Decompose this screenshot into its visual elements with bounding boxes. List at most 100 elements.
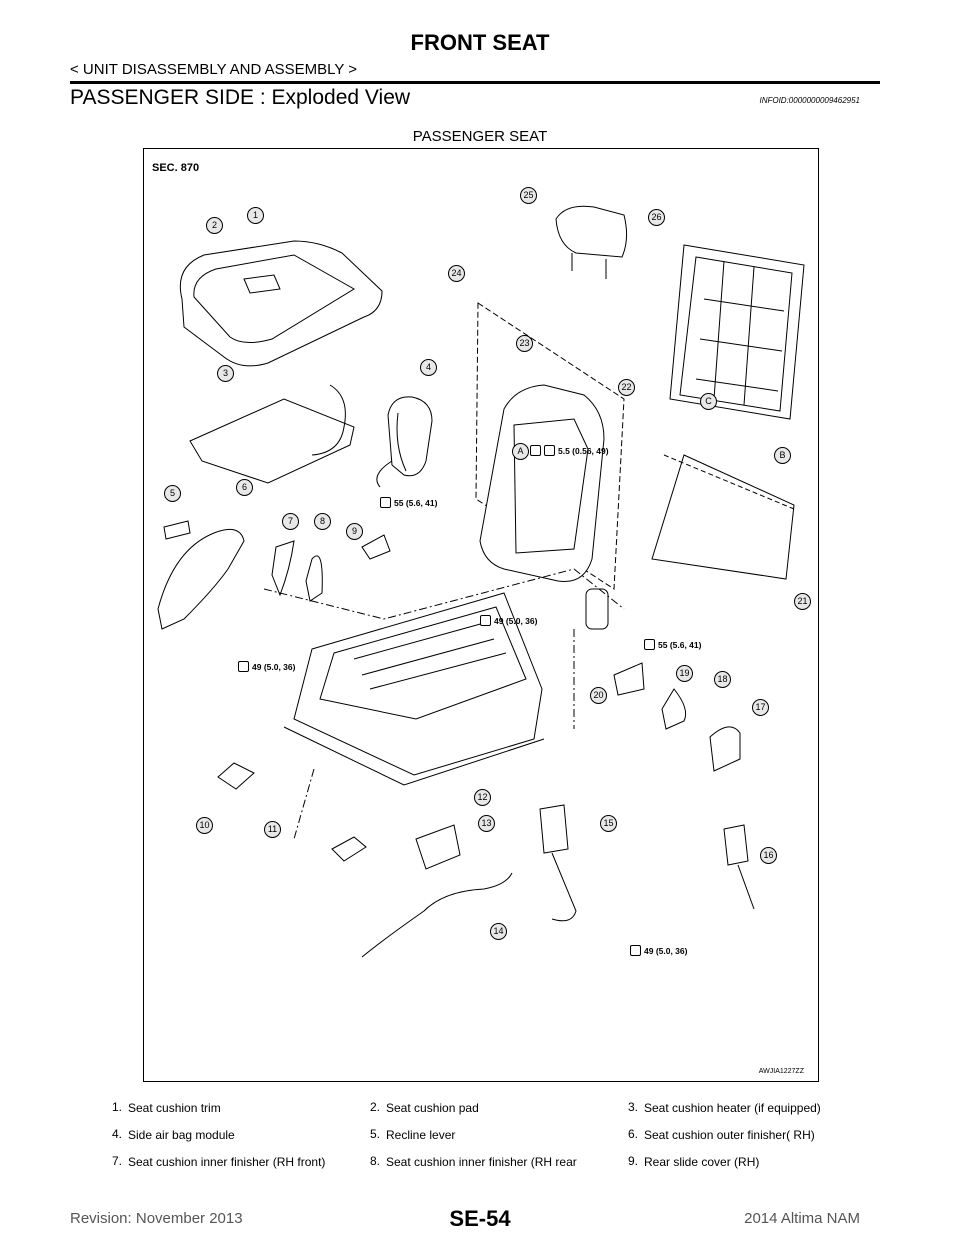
seat-heater-part: [189, 384, 355, 484]
callout-c: C: [700, 393, 717, 410]
legend-text: Seat cushion inner finisher (RH rear: [386, 1155, 577, 1169]
callout-19: 19: [676, 665, 693, 682]
wrench-icon: [630, 945, 641, 956]
torque-spec-bottom: 49 (5.0, 36): [630, 945, 687, 956]
callout-26: 26: [648, 209, 665, 226]
torque-spec-upper: 55 (5.6, 41): [380, 497, 437, 508]
callout-22: 22: [618, 379, 635, 396]
legend-number: 2.: [370, 1100, 381, 1114]
exploded-view-drawing: [157, 205, 805, 958]
callout-5: 5: [164, 485, 181, 502]
callout-10: 10: [196, 817, 213, 834]
legend-number: 1.: [112, 1100, 123, 1114]
wrench-icon: [544, 445, 555, 456]
legend-item: 2. Seat cushion pad: [370, 1100, 628, 1116]
page-number: SE-54: [449, 1206, 511, 1231]
legend-text: Rear slide cover (RH): [644, 1155, 760, 1169]
figure-caption: PASSENGER SEAT: [412, 128, 548, 145]
callout-15: 15: [600, 815, 617, 832]
legend-item: 1. Seat cushion trim: [112, 1100, 370, 1116]
torque-spec-mid: 49 (5.0, 36): [480, 615, 537, 626]
figure-code: AWJIA1227ZZ: [758, 1068, 804, 1075]
callout-20: 20: [590, 687, 607, 704]
seat-frame-part: [263, 568, 625, 840]
callout-9: 9: [346, 523, 363, 540]
callout-4: 4: [420, 359, 437, 376]
callout-25: 25: [520, 187, 537, 204]
callout-1: 1: [247, 207, 264, 224]
callout-16: 16: [760, 847, 777, 864]
legend-item: 9. Rear slide cover (RH): [628, 1154, 872, 1170]
legend-text: Recline lever: [386, 1128, 456, 1142]
legend-row: 4. Side air bag module 5. Recline lever 6.…: [112, 1127, 872, 1143]
torque-value: 49 (5.0, 36): [252, 662, 296, 672]
legend-item: 3. Seat cushion heater (if equipped): [628, 1100, 872, 1116]
exploded-view-figure: SEC. 870 AWJIA1227ZZ 1 2 3 4 5 6 7 8 9 1…: [143, 148, 819, 1082]
callout-17: 17: [752, 699, 769, 716]
lower-parts: [217, 662, 755, 958]
wrench-icon: [530, 445, 541, 456]
legend-item: 4. Side air bag module: [112, 1127, 370, 1143]
torque-value: 55 (5.6, 41): [658, 640, 702, 650]
parts-legend: 1. Seat cushion trim 2. Seat cushion pad 3…: [112, 1100, 872, 1181]
side-airbag-part: [376, 396, 433, 488]
callout-14: 14: [490, 923, 507, 940]
legend-item: 5. Recline lever: [370, 1127, 628, 1143]
legend-number: 6.: [628, 1127, 639, 1141]
legend-number: 5.: [370, 1127, 381, 1141]
legend-item: 7. Seat cushion inner finisher (RH front): [112, 1154, 370, 1170]
legend-item: 6. Seat cushion outer finisher( RH): [628, 1127, 872, 1143]
finisher-parts: [157, 520, 391, 630]
callout-21: 21: [794, 593, 811, 610]
info-id: INFOID:0000000009462951: [759, 96, 860, 105]
header-rule: [70, 81, 880, 84]
legend-item: 8. Seat cushion inner finisher (RH rear: [370, 1154, 628, 1170]
legend-text: Seat cushion inner finisher (RH front): [128, 1155, 326, 1169]
legend-text: Seat cushion trim: [128, 1101, 221, 1115]
wrench-icon: [480, 615, 491, 626]
torque-value: 55 (5.6, 41): [394, 498, 438, 508]
section-number-label: SEC. 870: [152, 162, 200, 174]
legend-row: 1. Seat cushion trim 2. Seat cushion pad 3…: [112, 1100, 872, 1116]
torque-value: 49 (5.0, 36): [644, 946, 688, 956]
torque-value: 49 (5.0, 36): [494, 616, 538, 626]
seat-cushion-part: [179, 240, 383, 367]
callout-6: 6: [236, 479, 253, 496]
legend-row: 7. Seat cushion inner finisher (RH front)…: [112, 1154, 872, 1170]
callout-b: B: [774, 447, 791, 464]
callout-2: 2: [206, 217, 223, 234]
page-title: FRONT SEAT: [410, 30, 550, 55]
callout-23: 23: [516, 335, 533, 352]
legend-number: 3.: [628, 1100, 639, 1114]
callout-18: 18: [714, 671, 731, 688]
legend-text: Side air bag module: [128, 1128, 235, 1142]
legend-text: Seat cushion heater (if equipped): [644, 1101, 821, 1115]
wrench-icon: [380, 497, 391, 508]
rear-board-part: [651, 454, 795, 580]
torque-spec-left: 49 (5.0, 36): [238, 661, 295, 672]
callout-24: 24: [448, 265, 465, 282]
callout-3: 3: [217, 365, 234, 382]
seatback-part: [475, 302, 625, 630]
callout-8: 8: [314, 513, 331, 530]
callout-13: 13: [478, 815, 495, 832]
legend-number: 4.: [112, 1127, 123, 1141]
section-breadcrumb: < UNIT DISASSEMBLY AND ASSEMBLY >: [70, 61, 358, 78]
back-panel-part: [669, 244, 805, 420]
torque-spec-right: 55 (5.6, 41): [644, 639, 701, 650]
callout-11: 11: [264, 821, 281, 838]
legend-number: 7.: [112, 1154, 123, 1168]
model-name: 2014 Altima NAM: [744, 1210, 860, 1227]
torque-spec-a: 5.5 (0.56, 49): [530, 445, 609, 456]
headrest-part: [555, 205, 628, 279]
wrench-icon: [644, 639, 655, 650]
callout-a: A: [512, 443, 529, 460]
legend-text: Seat cushion outer finisher( RH): [644, 1128, 815, 1142]
section-title: PASSENGER SIDE : Exploded View: [70, 86, 411, 109]
legend-number: 8.: [370, 1154, 381, 1168]
torque-value: 5.5 (0.56, 49): [558, 446, 609, 456]
revision-date: Revision: November 2013: [70, 1210, 243, 1227]
legend-text: Seat cushion pad: [386, 1101, 479, 1115]
callout-12: 12: [474, 789, 491, 806]
legend-number: 9.: [628, 1154, 639, 1168]
